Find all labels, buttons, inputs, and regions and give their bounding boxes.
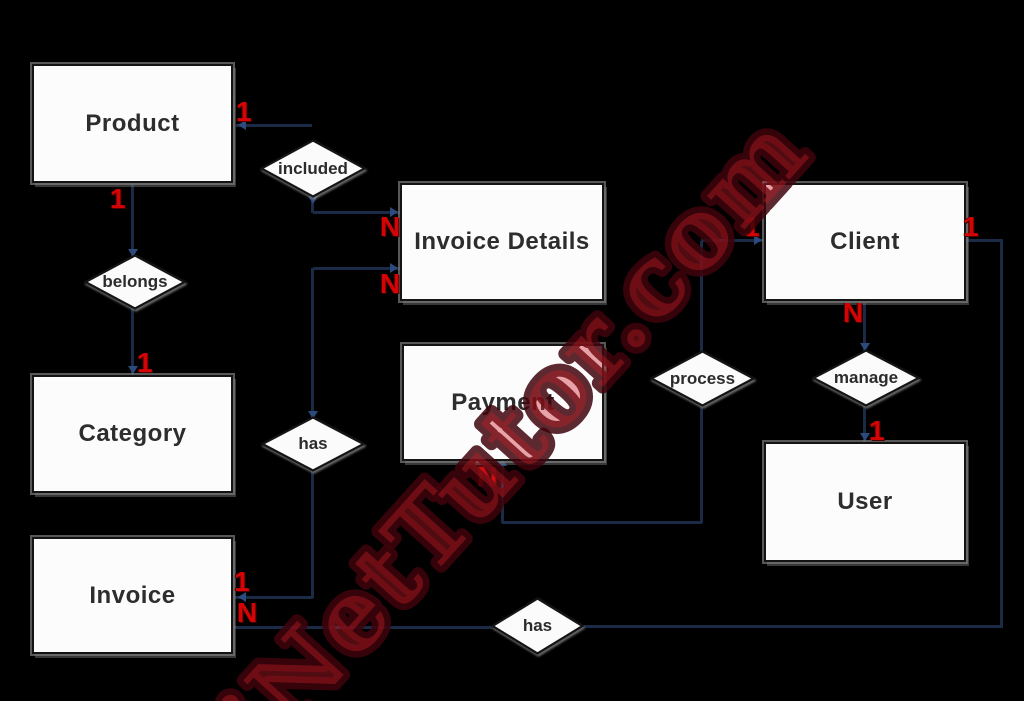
connector-manage-user bbox=[863, 406, 866, 444]
relationship-included: included bbox=[260, 139, 366, 198]
arrowhead-into-client bbox=[754, 235, 762, 245]
relationship-belongs-label: belongs bbox=[102, 272, 168, 291]
arrowhead-included-bottom bbox=[308, 196, 318, 204]
entity-user: User bbox=[764, 442, 966, 562]
connector-payment-bottom bbox=[501, 462, 504, 523]
relationship-belongs: belongs bbox=[84, 254, 186, 310]
entity-invoice-details-label: Invoice Details bbox=[414, 228, 590, 255]
cardinality-invoice-right-top: 1 bbox=[234, 566, 250, 597]
connector-has-invoice bbox=[235, 596, 313, 599]
connector-invoice-hasbottom bbox=[234, 626, 492, 629]
cardinality-client-right: 1 bbox=[963, 211, 979, 242]
connector-included-drop bbox=[311, 197, 314, 213]
entity-invoice: Invoice bbox=[32, 537, 233, 654]
entity-user-label: User bbox=[837, 488, 893, 515]
arrowhead-into-invoice bbox=[238, 592, 246, 602]
connector-included-invoicedetails bbox=[313, 211, 401, 214]
arrowhead-manage-top bbox=[860, 343, 870, 351]
relationship-has-invoice-details-label: has bbox=[298, 434, 328, 453]
entity-invoice-details: Invoice Details bbox=[400, 183, 604, 301]
arrowhead-into-product bbox=[238, 120, 246, 130]
diamond-shape bbox=[261, 416, 365, 472]
arrowhead-into-payment bbox=[497, 458, 507, 466]
diamond-shape bbox=[84, 254, 186, 310]
arrowhead-into-user bbox=[860, 433, 870, 441]
entity-client-label: Client bbox=[830, 228, 900, 255]
connector-has-invoicedetails bbox=[313, 267, 401, 270]
diamond-shape bbox=[812, 349, 920, 407]
entity-payment: Payment bbox=[402, 344, 604, 461]
cardinality-category-top: 1 bbox=[137, 347, 153, 378]
entity-client: Client bbox=[764, 183, 966, 301]
connector-has-down bbox=[311, 470, 314, 598]
connector-client-manage bbox=[863, 303, 866, 352]
relationship-manage-label: manage bbox=[833, 368, 899, 387]
relationship-process: process bbox=[650, 350, 755, 407]
arrowhead-into-invoicedetails-bot bbox=[390, 263, 398, 273]
relationship-has-invoice-details: has bbox=[261, 416, 365, 472]
diamond-shape bbox=[491, 597, 584, 655]
cardinality-client-bottom: N bbox=[843, 297, 864, 328]
relationship-included-label: included bbox=[278, 158, 348, 178]
arrowhead-belongs-top bbox=[128, 249, 138, 257]
relationship-has-client-invoice-label: has bbox=[522, 616, 553, 635]
connector-client-right bbox=[966, 239, 1003, 242]
cardinality-invoice-details-left-bot: N bbox=[380, 268, 401, 299]
cardinality-product-right: 1 bbox=[236, 96, 252, 127]
diamond-shape bbox=[650, 350, 755, 407]
connector-belongs-category bbox=[131, 308, 134, 376]
cardinality-user-top: 1 bbox=[869, 415, 885, 446]
connector-process-down bbox=[700, 406, 703, 523]
cardinality-invoice-right-bottom: N bbox=[237, 597, 258, 628]
cardinality-product-bottom: 1 bbox=[110, 183, 126, 214]
connector-has-up bbox=[311, 268, 314, 418]
arrowhead-into-invoicedetails-top bbox=[390, 207, 398, 217]
cardinality-payment-bottom: N bbox=[477, 461, 498, 492]
connector-process-payment-h bbox=[502, 521, 702, 524]
connector-process-up bbox=[700, 241, 703, 352]
connector-client-process bbox=[701, 239, 765, 242]
entity-category-label: Category bbox=[78, 420, 187, 447]
relationship-has-client-invoice: has bbox=[491, 597, 584, 655]
relationship-manage: manage bbox=[812, 349, 920, 407]
entity-payment-label: Payment bbox=[451, 388, 555, 416]
connector-product-included bbox=[236, 124, 312, 127]
entity-invoice-label: Invoice bbox=[89, 581, 176, 609]
diamond-shape bbox=[260, 139, 366, 198]
arrowhead-has-mid-top bbox=[308, 411, 318, 419]
entity-category: Category bbox=[32, 375, 233, 493]
cardinality-client-left: 1 bbox=[744, 211, 760, 242]
connector-product-belongs bbox=[131, 184, 134, 258]
relationship-process-label: process bbox=[669, 368, 736, 388]
connector-right-vertical bbox=[1000, 240, 1003, 628]
connector-hasbottom-right bbox=[582, 625, 1003, 628]
entity-product: Product bbox=[32, 64, 233, 183]
arrowhead-into-category bbox=[128, 366, 138, 374]
entity-product-label: Product bbox=[85, 109, 180, 137]
cardinality-invoice-details-left-top: N bbox=[380, 211, 401, 242]
